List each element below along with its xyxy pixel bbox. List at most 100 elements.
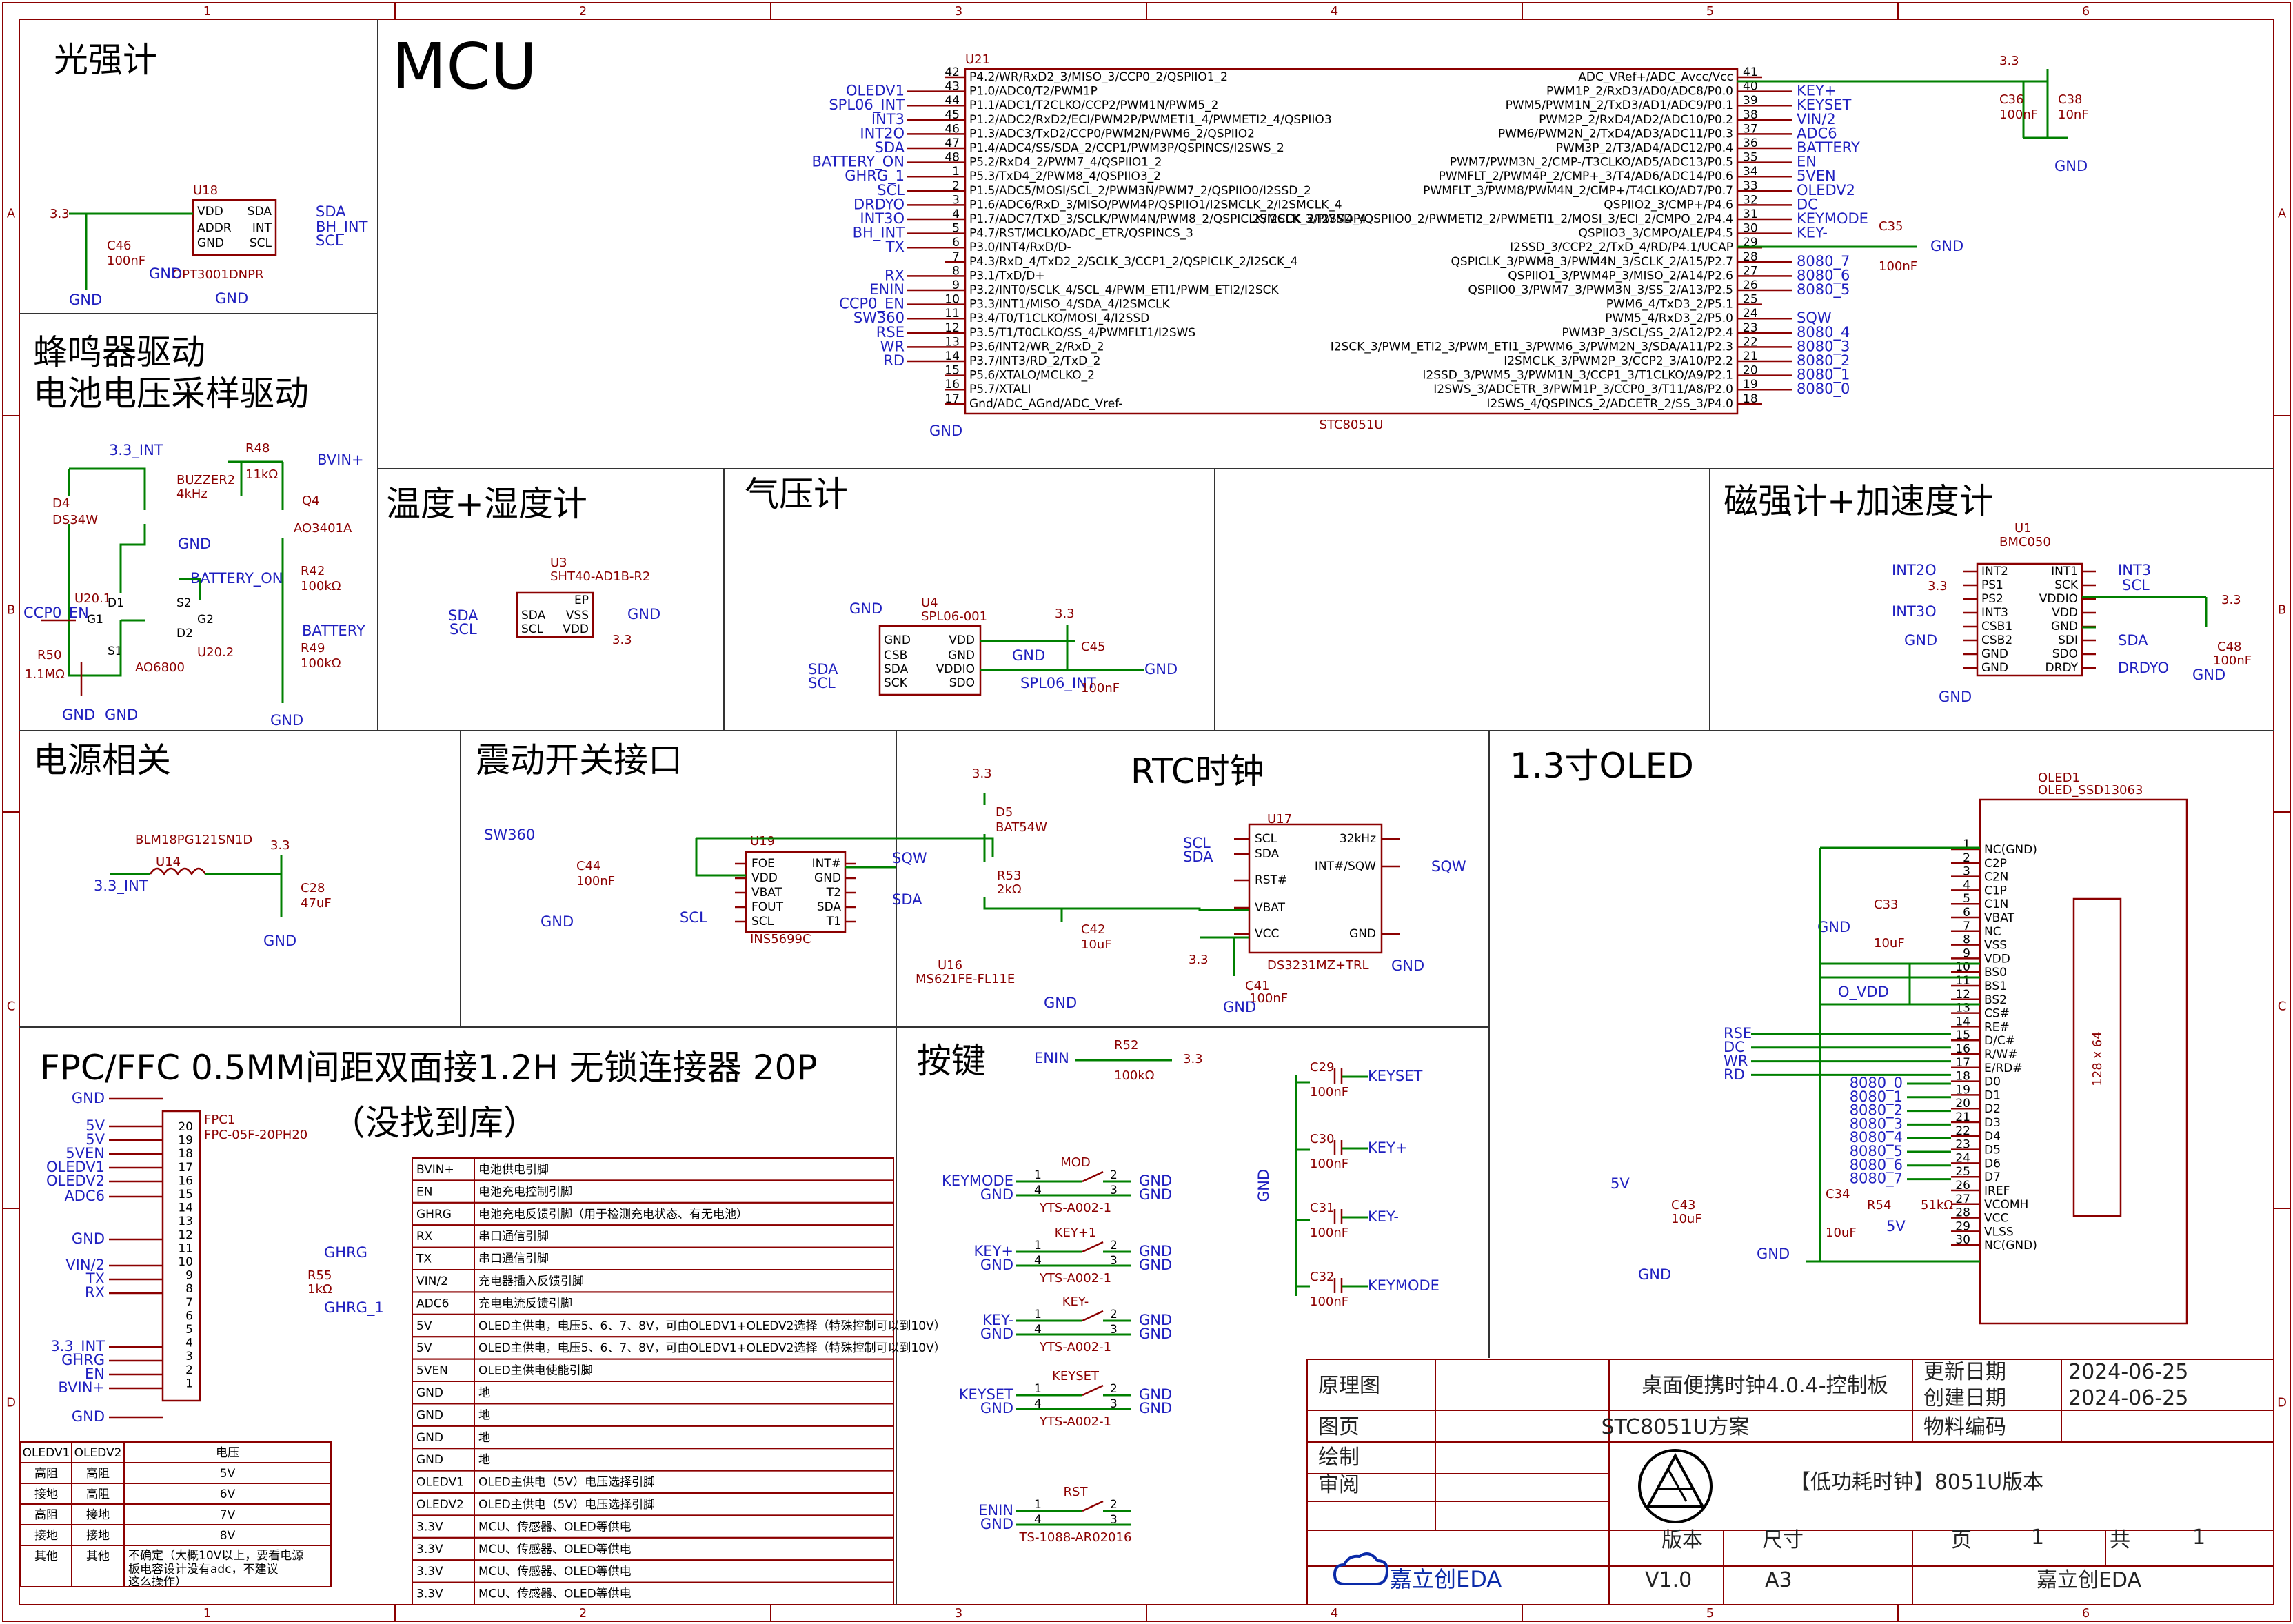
pin-table-cell [474,1381,894,1405]
buzzer-gnd-1: GND [62,707,95,723]
frame-row-label: B [7,603,15,618]
key-pin-number: 1 [1034,1382,1042,1396]
u17-pin-name: INT#/SQW [1315,860,1376,873]
pin-table-desc: MCU、传感器、OLED等供电 [478,1587,632,1601]
oled-net-ovdd: O_VDD [1838,984,1889,1001]
oled-body [1979,798,2188,1325]
fpc-pin-number: 14 [178,1201,193,1215]
fpc-ref: FPC1 [204,1113,235,1127]
c33-value: 10uF [1874,936,1905,951]
tb-label-draw: 绘制 [1318,1445,1360,1470]
u20-pin-g2: G2 [197,613,214,627]
mcu-pin-name: P1.2/ADC2/RxD2/ECI/PWM2P/PWMETI1_4/PWMET… [969,113,1332,127]
mag-sensor: U1 BMC050 INT2PS1PS2INT3CSB1CSB2GNDGNDIN… [1892,521,2252,705]
mcu-pin-number: 35 [1743,151,1758,165]
mcu-pin-number: 27 [1743,264,1758,278]
mcu-part: STC8051U [1320,418,1384,432]
fpc-net: VIN/2 [65,1257,105,1273]
buzzer-gnd-4: GND [178,536,211,552]
fpc-net: GND [72,1090,105,1106]
mcu-pin-name: P3.4/T0/T1CLKO/MOSI_4/I2SSD [969,312,1149,325]
u19-pin-name: SDA [817,900,842,914]
mcu-pin-number: 6 [952,236,960,250]
mcu-net-label: OLEDV2 [1797,182,1855,199]
oled-pin-number: 24 [1955,1151,1970,1165]
key-pin-number: 1 [1034,1168,1042,1182]
c44-value: 100nF [576,874,615,889]
pin-table-signal: RX [416,1230,433,1244]
u19-pin-name: VDD [751,871,778,885]
mcu-net-label: SQW [1797,309,1832,326]
c33-ref: C33 [1874,897,1898,912]
mcu-vcc-label: 3.3 [1999,54,2019,68]
u1-pin-name: INT1 [2051,565,2078,578]
tb-label-size: 尺寸 [1762,1528,1804,1552]
oled-pin-name: IREF [1984,1184,2010,1198]
mcu-pin-name: P5.7/XTALI [969,383,1031,396]
buzzer-gnd-3: GND [270,712,303,729]
key-pin-number: 2 [1110,1308,1118,1321]
key-cap-ref: C31 [1310,1201,1334,1215]
oled-resolution: 128 x 64 [2090,1031,2105,1086]
u3-pin-ep: EP [574,593,589,607]
mcu-pin-name: P1.0/ADC0/T2/PWM1P [969,85,1098,99]
oled-pin-name: CS# [1984,1007,2010,1021]
mcu-net-label: KEY+ [1797,83,1836,99]
d4-value: DS34W [52,513,98,527]
key-pin-number: 4 [1034,1397,1042,1411]
oled-pin-number: 9 [1963,946,1970,960]
r48-value: 11kΩ [245,467,278,482]
u1-pin-name: CSB2 [1981,633,2012,647]
u4-pin-gnd2: GND [948,649,975,662]
key-part: YTS-A002-1 [1039,1271,1111,1286]
tb-page: STC8051U方案 [1602,1415,1750,1439]
frame-row-label: C [2278,999,2287,1014]
buzzer-battery: 3.3_INT BVIN+ CCP0_EN BATTERY_ON BATTERY… [23,441,365,729]
u17-ref: U17 [1267,812,1292,826]
frame-col-label: 5 [1706,1606,1714,1621]
fpc-pin-number: 6 [185,1309,193,1323]
buzzer-gnd-2: GND [105,707,138,723]
fpc-pin-number: 15 [178,1188,193,1201]
u4-pin-vdd: VDD [949,633,975,647]
fpc-pin-number: 3 [185,1350,193,1363]
pin-table-desc: MCU、传感器、OLED等供电 [478,1520,632,1534]
oled-pin-name: NC [1984,925,2001,939]
mcu-pin-number: 8 [952,264,960,278]
oled-net-rd: RD [1724,1066,1745,1083]
mcu-pin-name: QSPIIO0_3/PWM7_3/PWM3N_3/SS_2/A13/P2.5 [1468,283,1733,297]
c35-value: 100nF [1879,259,1917,274]
mcu-pin-name: I2SMCLK_3/PWM4P/QSPIIO0_2/PWMETI2_2/PWME… [1249,212,1733,226]
mcu-pin-name: P1.7/ADC7/TXD_3/SCLK/PWM4N/PWM8_2/QSPICL… [969,212,1366,226]
u17-body [1248,823,1383,954]
u4-net-sda: SDA [808,661,838,678]
pin-table-desc: 地 [478,1408,490,1422]
c34-ref: C34 [1826,1187,1850,1201]
oled-pin-number: 15 [1955,1028,1970,1042]
mcu-pin-name: I2SWS_4/QSPINCS_2/ADCETR_2/SS_3/P4.0 [1486,397,1733,411]
mcu-net-label: 8080_6 [1797,267,1850,284]
pin-table-desc: OLED主供电使能引脚 [478,1363,593,1378]
key-cap-ref: C32 [1310,1270,1334,1284]
mcu-pin-number: 47 [945,136,960,150]
u16-value: MS621FE-FL11E [916,972,1015,986]
key-pin-number: 3 [1110,1513,1118,1527]
r49-value: 100kΩ [301,656,341,671]
pin-table-cell [474,1403,894,1427]
key-pin-number: 4 [1034,1513,1042,1527]
key-cap-net: KEYMODE [1368,1277,1440,1294]
pin-table-signal: 5VEN [416,1364,448,1378]
mcu-pin-name: PWM3P_2/T3/AD4/ADC12/P0.4 [1556,141,1733,155]
u18-gnd-2: GND [149,265,182,282]
frame-col-label: 6 [2082,1606,2090,1621]
tb-label-update: 更新日期 [1923,1360,2006,1384]
volt-table-value: 接地 [86,1508,110,1522]
key-ref: KEYSET [1052,1369,1100,1383]
pin-table-signal: 3.3V [416,1520,443,1534]
mcu-net-label: 8080_2 [1797,352,1850,369]
pin-table-cell [474,1425,894,1450]
volt-table-head: OLEDV1 [23,1446,70,1460]
c45-ref: C45 [1081,640,1105,654]
u17-pin-name: SDA [1255,847,1280,861]
pin-table-signal: 3.3V [416,1543,443,1556]
